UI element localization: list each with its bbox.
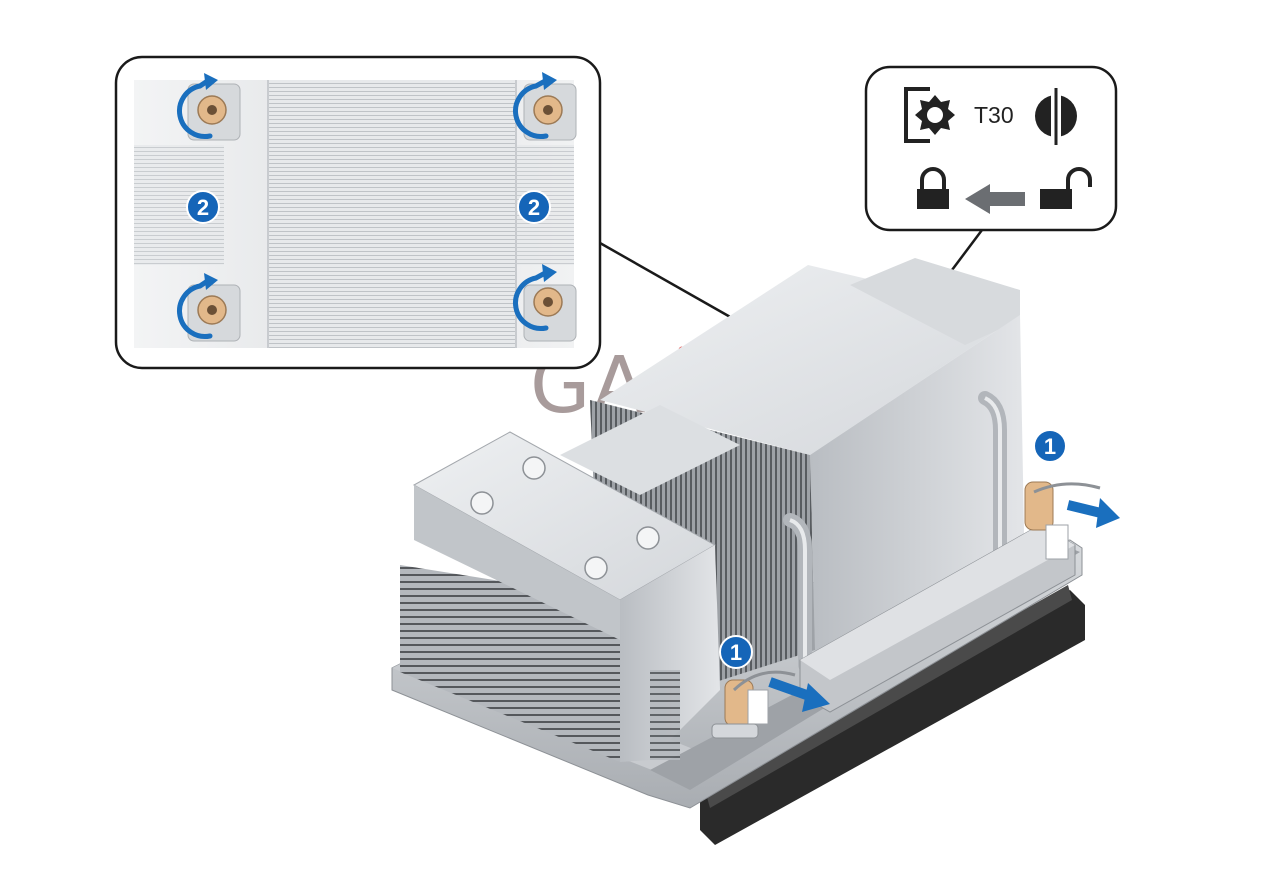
step-2-callout-right: 2 xyxy=(517,190,551,224)
front-fin-block-top-back xyxy=(560,405,740,495)
rotate-arrow-icon xyxy=(177,277,213,339)
torx-screw-icon xyxy=(197,95,227,125)
torx-bit-icon xyxy=(904,87,955,143)
inset-leader-line xyxy=(599,241,733,320)
unlocked-padlock-icon xyxy=(1040,167,1092,209)
left-arrow-icon xyxy=(965,184,1025,214)
locked-padlock-icon xyxy=(917,167,949,209)
retention-nut-front xyxy=(711,670,796,739)
torx-screw-icon xyxy=(1035,88,1077,145)
inset-screw-bottom-left xyxy=(177,273,241,342)
pull-arrow-icon xyxy=(1066,498,1120,528)
rotate-arrow-icon xyxy=(177,77,213,139)
inset-screw-bottom-right xyxy=(513,264,577,342)
front-fin-block-front xyxy=(400,565,620,762)
torx-bit-label: T30 xyxy=(974,102,1014,128)
inset-screw-top-left xyxy=(177,73,241,141)
step-1-label: 1 xyxy=(730,640,742,665)
top-view-inset: 2 2 xyxy=(114,55,602,370)
step-1-callout-rear: 1 xyxy=(1033,429,1067,463)
torx-screw-icon xyxy=(533,95,563,125)
heatsink-assembly: 1 1 xyxy=(391,258,1120,845)
pull-arrow-icon xyxy=(768,677,830,712)
step-2-callout-left: 2 xyxy=(186,190,220,224)
torx-panel: T30 xyxy=(864,65,1118,232)
inset-fins xyxy=(268,80,516,348)
rotate-arrow-icon xyxy=(513,77,550,139)
main-fin-block-top-raised xyxy=(850,258,1020,345)
cpu-carrier-frame xyxy=(700,590,1085,845)
step-2-label: 2 xyxy=(197,195,209,220)
rotate-arrow-icon xyxy=(513,269,550,331)
retention-nut-rear xyxy=(1024,481,1101,560)
mounting-holes xyxy=(470,456,660,580)
step-1-callout-front: 1 xyxy=(719,635,753,669)
torx-screw-icon xyxy=(197,295,227,325)
step-2-label: 2 xyxy=(528,195,540,220)
torx-screw-icon xyxy=(533,287,563,317)
front-fin-block-side xyxy=(620,545,720,762)
step-1-label: 1 xyxy=(1044,434,1056,459)
heat-pipes xyxy=(783,391,1007,672)
inset-screw-top-right xyxy=(513,72,577,141)
